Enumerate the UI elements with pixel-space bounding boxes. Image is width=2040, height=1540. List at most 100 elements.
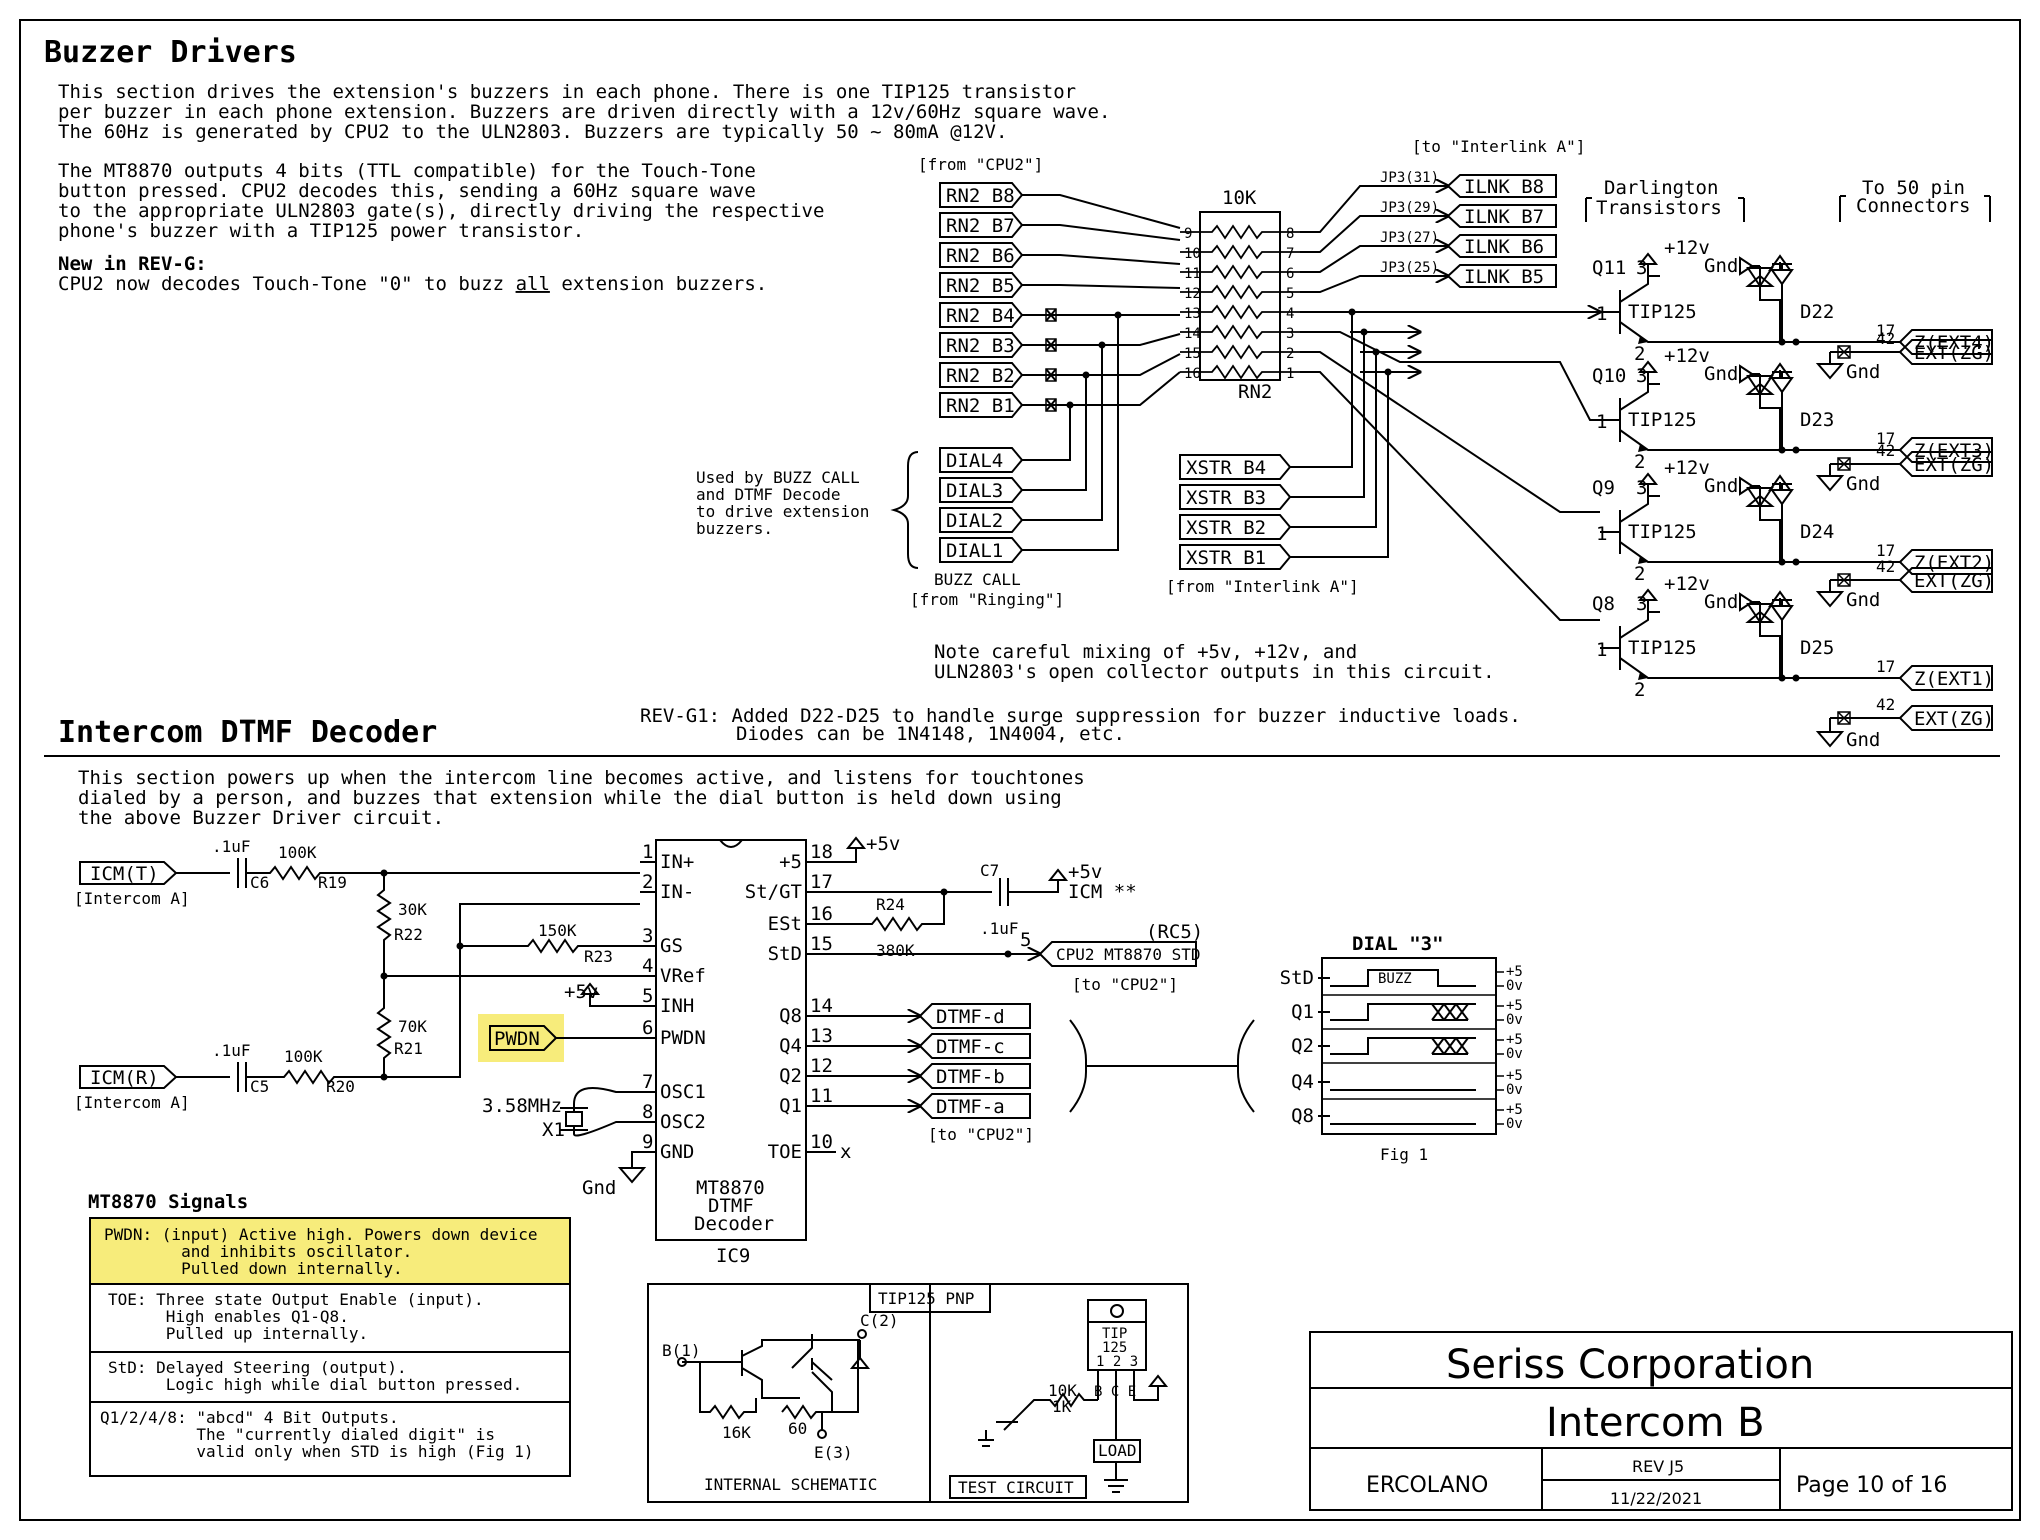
svg-text:0v: 0v — [1506, 978, 1523, 994]
timing-row: Q1+50v — [1291, 998, 1523, 1030]
svg-text:.1uF: .1uF — [212, 837, 251, 856]
desc-line: The MT8870 outputs 4 bits (TTL compatibl… — [58, 160, 756, 182]
svg-text:1K: 1K — [1052, 1397, 1072, 1416]
svg-text:D23: D23 — [1800, 409, 1834, 431]
svg-text:Gnd: Gnd — [1704, 255, 1738, 277]
svg-text:60: 60 — [788, 1419, 807, 1438]
svg-text:17: 17 — [1876, 321, 1895, 340]
svg-text:8: 8 — [642, 1101, 653, 1123]
svg-text:.1uF: .1uF — [212, 1041, 251, 1060]
darlington-header: Darlington Transistors To 50 pin Connect… — [1585, 177, 1991, 222]
sheet-border — [19, 19, 2021, 1521]
svg-text:Q8: Q8 — [779, 1005, 802, 1027]
desc-line: to the appropriate ULN2803 gate(s), dire… — [58, 200, 824, 222]
svg-text:x: x — [840, 1141, 851, 1163]
svg-text:ILNK B8: ILNK B8 — [1464, 176, 1544, 198]
svg-text:0v: 0v — [1506, 1046, 1523, 1062]
svg-text:[from "Interlink A"]: [from "Interlink A"] — [1166, 577, 1359, 596]
new-rev-label: New in REV-G: — [58, 253, 207, 275]
svg-text:2: 2 — [1634, 563, 1645, 585]
rn2-network: 10K RN2 9 10 11 12 13 14 15 16 8 7 6 — [1180, 187, 1300, 403]
svg-text:TOE: TOE — [768, 1141, 802, 1163]
svg-text:+5: +5 — [1506, 1068, 1523, 1084]
ic9-body — [655, 839, 807, 1241]
svg-text:TIP125: TIP125 — [1628, 409, 1697, 431]
svg-text:DIAL4: DIAL4 — [946, 450, 1003, 472]
svg-text:0v: 0v — [1506, 1012, 1523, 1028]
svg-text:E(3): E(3) — [814, 1443, 853, 1462]
svg-text:3: 3 — [1636, 593, 1647, 615]
timing-row: Q8+50v — [1291, 1102, 1523, 1132]
svg-text:380K: 380K — [876, 941, 915, 960]
svg-text:Gnd: Gnd — [1846, 729, 1880, 751]
svg-text:DIAL1: DIAL1 — [946, 540, 1003, 562]
svg-text:XSTR B2: XSTR B2 — [1186, 517, 1266, 539]
svg-text:ICM(T): ICM(T) — [90, 863, 159, 885]
svg-text:The "currently dialed digit" i: The "currently dialed digit" is — [100, 1425, 495, 1444]
svg-text:Q1/2/4/8: "abcd" 4 Bit Outputs: Q1/2/4/8: "abcd" 4 Bit Outputs. — [100, 1408, 399, 1427]
svg-text:Q8: Q8 — [1592, 593, 1615, 615]
svg-text:R24: R24 — [876, 895, 905, 914]
svg-text:TIP125: TIP125 — [1628, 637, 1697, 659]
svg-text:RN2 B8: RN2 B8 — [946, 185, 1015, 207]
svg-text:10K: 10K — [1222, 187, 1257, 209]
svg-text:[to "CPU2"]: [to "CPU2"] — [1072, 975, 1178, 994]
svg-text:JP3(29): JP3(29) — [1380, 200, 1439, 216]
svg-text:Note careful mixing of +5v, +1: Note careful mixing of +5v, +12v, and — [934, 641, 1357, 663]
company-name: Seriss Corporation — [1446, 1342, 1814, 1388]
svg-text:Q10: Q10 — [1592, 365, 1626, 387]
from-cpu2-label: [from "CPU2"] — [918, 155, 1043, 174]
svg-text:14: 14 — [1184, 326, 1201, 342]
revision: REV J5 — [1632, 1457, 1684, 1476]
svg-text:D22: D22 — [1800, 301, 1834, 323]
svg-text:RN2 B6: RN2 B6 — [946, 245, 1015, 267]
svg-text:Q8: Q8 — [1291, 1105, 1314, 1127]
svg-text:dialed by a person, and buzzes: dialed by a person, and buzzes that exte… — [78, 787, 1062, 809]
rn2-input: RN2 B5 — [939, 272, 1181, 298]
svg-text:12: 12 — [810, 1055, 833, 1077]
svg-text:3: 3 — [642, 925, 653, 947]
svg-text:16: 16 — [810, 903, 833, 925]
svg-text:X1: X1 — [542, 1119, 565, 1141]
svg-text:PWDN: (input) Active high. Pow: PWDN: (input) Active high. Powers down d… — [104, 1225, 537, 1244]
svg-text:and inhibits oscillator.: and inhibits oscillator. — [104, 1242, 412, 1261]
new-rev-text: CPU2 now decodes Touch-Tone "0" to buzz … — [58, 273, 767, 295]
svg-text:StD: StD — [1280, 967, 1314, 989]
svg-text:1: 1 — [642, 841, 653, 863]
svg-text:R21: R21 — [394, 1039, 423, 1058]
svg-text:17: 17 — [1876, 657, 1895, 676]
svg-text:+5: +5 — [1506, 998, 1523, 1014]
svg-text:+12v: +12v — [1664, 457, 1710, 479]
svg-text:9: 9 — [642, 1131, 653, 1153]
svg-text:10: 10 — [810, 1131, 833, 1153]
svg-text:Diodes can be 1N4148, 1N4004,: Diodes can be 1N4148, 1N4004, etc. — [736, 723, 1125, 745]
svg-text:7: 7 — [1286, 246, 1294, 262]
svg-text:DIAL2: DIAL2 — [946, 510, 1003, 532]
svg-text:MT8870 Signals: MT8870 Signals — [88, 1191, 248, 1213]
svg-text:IN-: IN- — [660, 881, 694, 903]
dial-inputs: DIAL4 DIAL3 DIAL2 DIAL1 Used by BUZZ CAL… — [696, 311, 1122, 609]
svg-text:Z(EXT1): Z(EXT1) — [1914, 668, 1994, 690]
svg-text:C6: C6 — [250, 873, 269, 892]
ic-pin-right: 18+5 — [779, 841, 833, 873]
svg-text:BUZZ: BUZZ — [1378, 971, 1412, 987]
svg-text:42: 42 — [1876, 329, 1895, 348]
svg-text:and DTMF Decode: and DTMF Decode — [696, 485, 841, 504]
svg-text:RN2 B7: RN2 B7 — [946, 215, 1015, 237]
svg-text:Z(EXT4): Z(EXT4) — [1914, 332, 1994, 354]
svg-text:9: 9 — [1184, 226, 1192, 242]
xstr-inputs: XSTR B4 XSTR B3 XSTR B2 XSTR B1 [from "I… — [1166, 308, 1392, 596]
svg-text:+12v: +12v — [1664, 345, 1710, 367]
svg-text:TIP125: TIP125 — [1628, 521, 1697, 543]
svg-text:1 2 3: 1 2 3 — [1096, 1354, 1138, 1370]
